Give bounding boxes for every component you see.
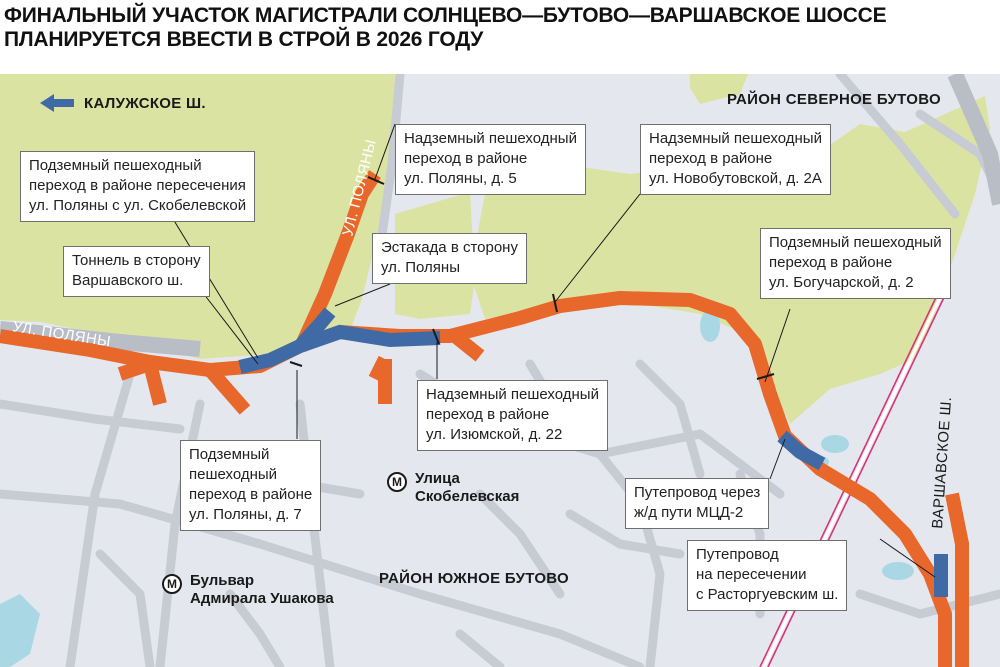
- callout-line: Путепровод через: [634, 484, 761, 501]
- callout-line: ул. Поляны: [381, 259, 460, 276]
- callout-line: с Расторгуевским ш.: [696, 586, 839, 603]
- callout-line: Надземный пешеходный: [649, 130, 822, 147]
- leader-lines: [169, 123, 936, 578]
- callout-line: ул. Изюмской, д. 22: [426, 426, 563, 443]
- crossing-markers: [289, 176, 775, 380]
- callout-line: на пересечении: [696, 566, 807, 583]
- callout-putoprovod-rastorguevskoe: Путепровод на пересечении с Расторгуевск…: [687, 540, 848, 611]
- metro-icon: М: [162, 574, 182, 594]
- callout-line: переход в районе: [426, 406, 550, 423]
- callout-line: ул. Новобутовской, д. 2А: [649, 170, 822, 187]
- callout-line: Эстакада в сторону: [381, 239, 518, 256]
- callout-line: Подземный пешеходный: [29, 157, 202, 174]
- metro-name-line-2: Адмирала Ушакова: [190, 590, 334, 607]
- metro-name-line-2: Скобелевская: [415, 488, 520, 505]
- park-small-north: [690, 74, 748, 104]
- metro-skobelevskaya: М Улица Скобелевская: [387, 470, 519, 506]
- callout-line: переход в районе: [404, 150, 528, 167]
- district-north: РАЙОН СЕВЕРНОЕ БУТОВО: [727, 91, 941, 108]
- callout-line: ул. Поляны с ул. Скобелевской: [29, 197, 247, 214]
- callout-line: переход в районе: [649, 150, 773, 167]
- headline-line-2: ПЛАНИРУЕТСЯ ВВЕСТИ В СТРОЙ В 2026 ГОДУ: [4, 28, 484, 51]
- metro-name-line-1: Улица: [415, 470, 460, 487]
- callout-tunnel-varshavskoe: Тоннель в сторону Варшавского ш.: [63, 246, 210, 297]
- callout-line: Путепровод: [696, 546, 779, 563]
- callout-putoprovod-mcd2: Путепровод через ж/д пути МЦД-2: [625, 478, 770, 529]
- major-roads: [0, 74, 1000, 357]
- park-north-butovo: [470, 96, 990, 424]
- callout-estakada-polyany: Эстакада в сторону ул. Поляны: [372, 233, 527, 284]
- callout-line: ул. Поляны, д. 5: [404, 170, 517, 187]
- varshavskoe-shosse: [945, 492, 969, 667]
- metro-name: Улица Скобелевская: [415, 470, 519, 506]
- callout-line: переход в районе пересечения: [29, 177, 246, 194]
- callout-overpass-novobutovskaya: Надземный пешеходный переход в районе ул…: [640, 124, 831, 195]
- callout-line: Тоннель в сторону: [72, 252, 201, 269]
- callout-line: пешеходный: [189, 466, 278, 483]
- callout-line: переход в районе: [189, 486, 313, 503]
- callout-underpass-polyany-7: Подземный пешеходный переход в районе ул…: [180, 440, 322, 531]
- headline-line-1: ФИНАЛЬНЫЙ УЧАСТОК МАГИСТРАЛИ СОЛНЦЕВО—БУ…: [4, 4, 887, 27]
- metro-icon: М: [387, 472, 407, 492]
- callout-overpass-izyumskaya: Надземный пешеходный переход в районе ул…: [417, 380, 608, 451]
- district-south: РАЙОН ЮЖНОЕ БУТОВО: [379, 570, 570, 587]
- headline: ФИНАЛЬНЫЙ УЧАСТОК МАГИСТРАЛИ СОЛНЦЕВО—БУ…: [4, 4, 994, 52]
- map: УЛ. ПОЛЯНЫ УЛ. ПОЛЯНЫ ВАРШАВСКОЕ Ш.: [0, 74, 1000, 667]
- callout-underpass-bogucharskaya: Подземный пешеходный переход в районе ул…: [760, 228, 951, 299]
- direction-label: КАЛУЖСКОЕ Ш.: [84, 94, 206, 112]
- callout-line: переход в районе: [769, 254, 893, 271]
- metro-name-line-1: Бульвар: [190, 572, 255, 589]
- pond-4: [882, 562, 914, 580]
- direction-kaluzhskoe: КАЛУЖСКОЕ Ш.: [40, 94, 206, 112]
- callout-line: Варшавского ш.: [72, 272, 184, 289]
- callout-line: ул. Поляны, д. 7: [189, 506, 302, 523]
- metro-name: Бульвар Адмирала Ушакова: [190, 572, 334, 608]
- callout-line: Надземный пешеходный: [426, 386, 599, 403]
- metro-admirala-ushakova: М Бульвар Адмирала Ушакова: [162, 572, 334, 608]
- callout-underpass-polyany-skobelevskaya: Подземный пешеходный переход в районе пе…: [20, 151, 256, 222]
- callout-line: Надземный пешеходный: [404, 130, 577, 147]
- pond-2: [821, 435, 849, 453]
- callout-overpass-polyany-5: Надземный пешеходный переход в районе ул…: [395, 124, 586, 195]
- pond-5: [0, 594, 40, 667]
- callout-line: Подземный пешеходный: [769, 234, 942, 251]
- callout-line: Подземный: [189, 446, 270, 463]
- callout-line: ул. Богучарской, д. 2: [769, 274, 914, 291]
- pond-1: [700, 310, 720, 342]
- arrow-left-icon: [40, 94, 74, 112]
- tunnels: [238, 307, 948, 597]
- callout-line: ж/д пути МЦД-2: [634, 504, 744, 521]
